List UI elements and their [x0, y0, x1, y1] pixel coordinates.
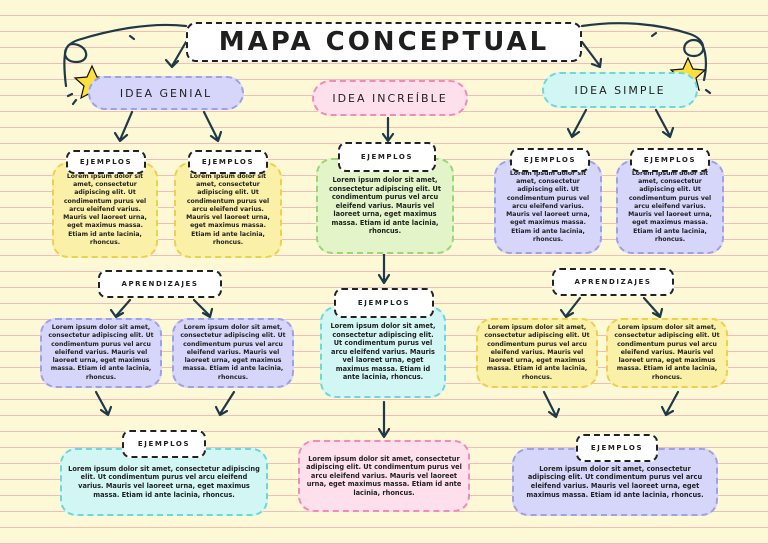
swirl-doodle — [650, 31, 658, 38]
label-aprendizajes: APRENDIZAJES — [552, 268, 674, 296]
simple-learning-box-1: Lorem ipsum dolor sit amet, consectetur … — [476, 318, 598, 388]
swirl-doodle — [63, 23, 188, 88]
label-ejemplos-text: EJEMPLOS — [643, 156, 697, 164]
increible-example-box: Lorem ipsum dolor sit amet, consectetur … — [316, 158, 454, 254]
body-text: Lorem ipsum dolor sit amet, consectetur … — [306, 454, 462, 497]
label-ejemplos-text: EJEMPLOS — [357, 299, 411, 307]
simple-learning-box-2: Lorem ipsum dolor sit amet, consectetur … — [606, 318, 728, 388]
body-text: Lorem ipsum dolor sit amet, consectetur … — [526, 464, 704, 499]
label-ejemplos: EJEMPLOS — [188, 150, 268, 174]
swirl-doodle — [580, 22, 707, 82]
title-box: MAPA CONCEPTUAL — [186, 22, 582, 62]
increible-example-box-2: Lorem ipsum dolor sit amet, consectetur … — [320, 306, 446, 398]
genial-example-box-2: Lorem ipsum dolor sit amet, consectetur … — [174, 162, 282, 258]
simple-example-box-1: Lorem ipsum dolor sit amet, consectetur … — [494, 160, 602, 254]
body-text: Lorem ipsum dolor sit amet, consectetur … — [180, 324, 286, 381]
body-text: Lorem ipsum dolor sit amet, consectetur … — [628, 170, 712, 243]
label-ejemplos: EJEMPLOS — [122, 430, 206, 458]
label-aprendizajes-text: APRENDIZAJES — [574, 278, 652, 286]
body-text: Lorem ipsum dolor sit amet, consectetur … — [63, 173, 147, 246]
body-text: Lorem ipsum dolor sit amet, consectetur … — [186, 173, 270, 246]
body-text: Lorem ipsum dolor sit amet, consectetur … — [330, 321, 436, 382]
body-text: Lorem ipsum dolor sit amet, consectetur … — [48, 324, 154, 381]
increible-bottom-box: Lorem ipsum dolor sit amet, consectetur … — [298, 440, 470, 512]
idea-increible-label: IDEA INCREÍBLE — [332, 91, 448, 105]
body-text: Lorem ipsum dolor sit amet, consectetur … — [506, 170, 590, 243]
label-ejemplos: EJEMPLOS — [630, 148, 710, 172]
idea-genial-node: IDEA GENIAL — [88, 76, 244, 110]
body-text: Lorem ipsum dolor sit amet, consectetur … — [328, 175, 442, 236]
genial-learning-box-1: Lorem ipsum dolor sit amet, consectetur … — [40, 318, 162, 388]
label-ejemplos: EJEMPLOS — [338, 142, 436, 172]
label-ejemplos: EJEMPLOS — [576, 434, 658, 462]
body-text: Lorem ipsum dolor sit amet, consectetur … — [614, 324, 720, 381]
body-text: Lorem ipsum dolor sit amet, consectetur … — [68, 464, 260, 499]
genial-example-box-1: Lorem ipsum dolor sit amet, consectetur … — [52, 162, 158, 258]
label-ejemplos: EJEMPLOS — [510, 148, 590, 172]
label-ejemplos-text: EJEMPLOS — [590, 444, 644, 452]
label-ejemplos-text: EJEMPLOS — [523, 156, 577, 164]
label-ejemplos-text: EJEMPLOS — [137, 440, 191, 448]
genial-learning-box-2: Lorem ipsum dolor sit amet, consectetur … — [172, 318, 294, 388]
idea-genial-label: IDEA GENIAL — [119, 86, 213, 100]
page-title: MAPA CONCEPTUAL — [218, 27, 550, 57]
label-ejemplos-text: EJEMPLOS — [201, 158, 255, 166]
label-ejemplos-text: EJEMPLOS — [360, 153, 414, 161]
label-ejemplos: EJEMPLOS — [66, 150, 146, 174]
idea-simple-label: IDEA SIMPLE — [574, 83, 666, 97]
label-aprendizajes: APRENDIZAJES — [98, 270, 222, 298]
genial-bottom-box: Lorem ipsum dolor sit amet, consectetur … — [60, 448, 268, 516]
label-ejemplos-text: EJEMPLOS — [79, 158, 133, 166]
idea-simple-node: IDEA SIMPLE — [542, 72, 698, 108]
swirl-doodle — [128, 34, 136, 41]
simple-example-box-2: Lorem ipsum dolor sit amet, consectetur … — [616, 160, 724, 254]
label-ejemplos: EJEMPLOS — [334, 288, 434, 318]
body-text: Lorem ipsum dolor sit amet, consectetur … — [484, 324, 590, 381]
idea-increible-node: IDEA INCREÍBLE — [312, 80, 468, 116]
label-aprendizajes-text: APRENDIZAJES — [121, 280, 199, 288]
